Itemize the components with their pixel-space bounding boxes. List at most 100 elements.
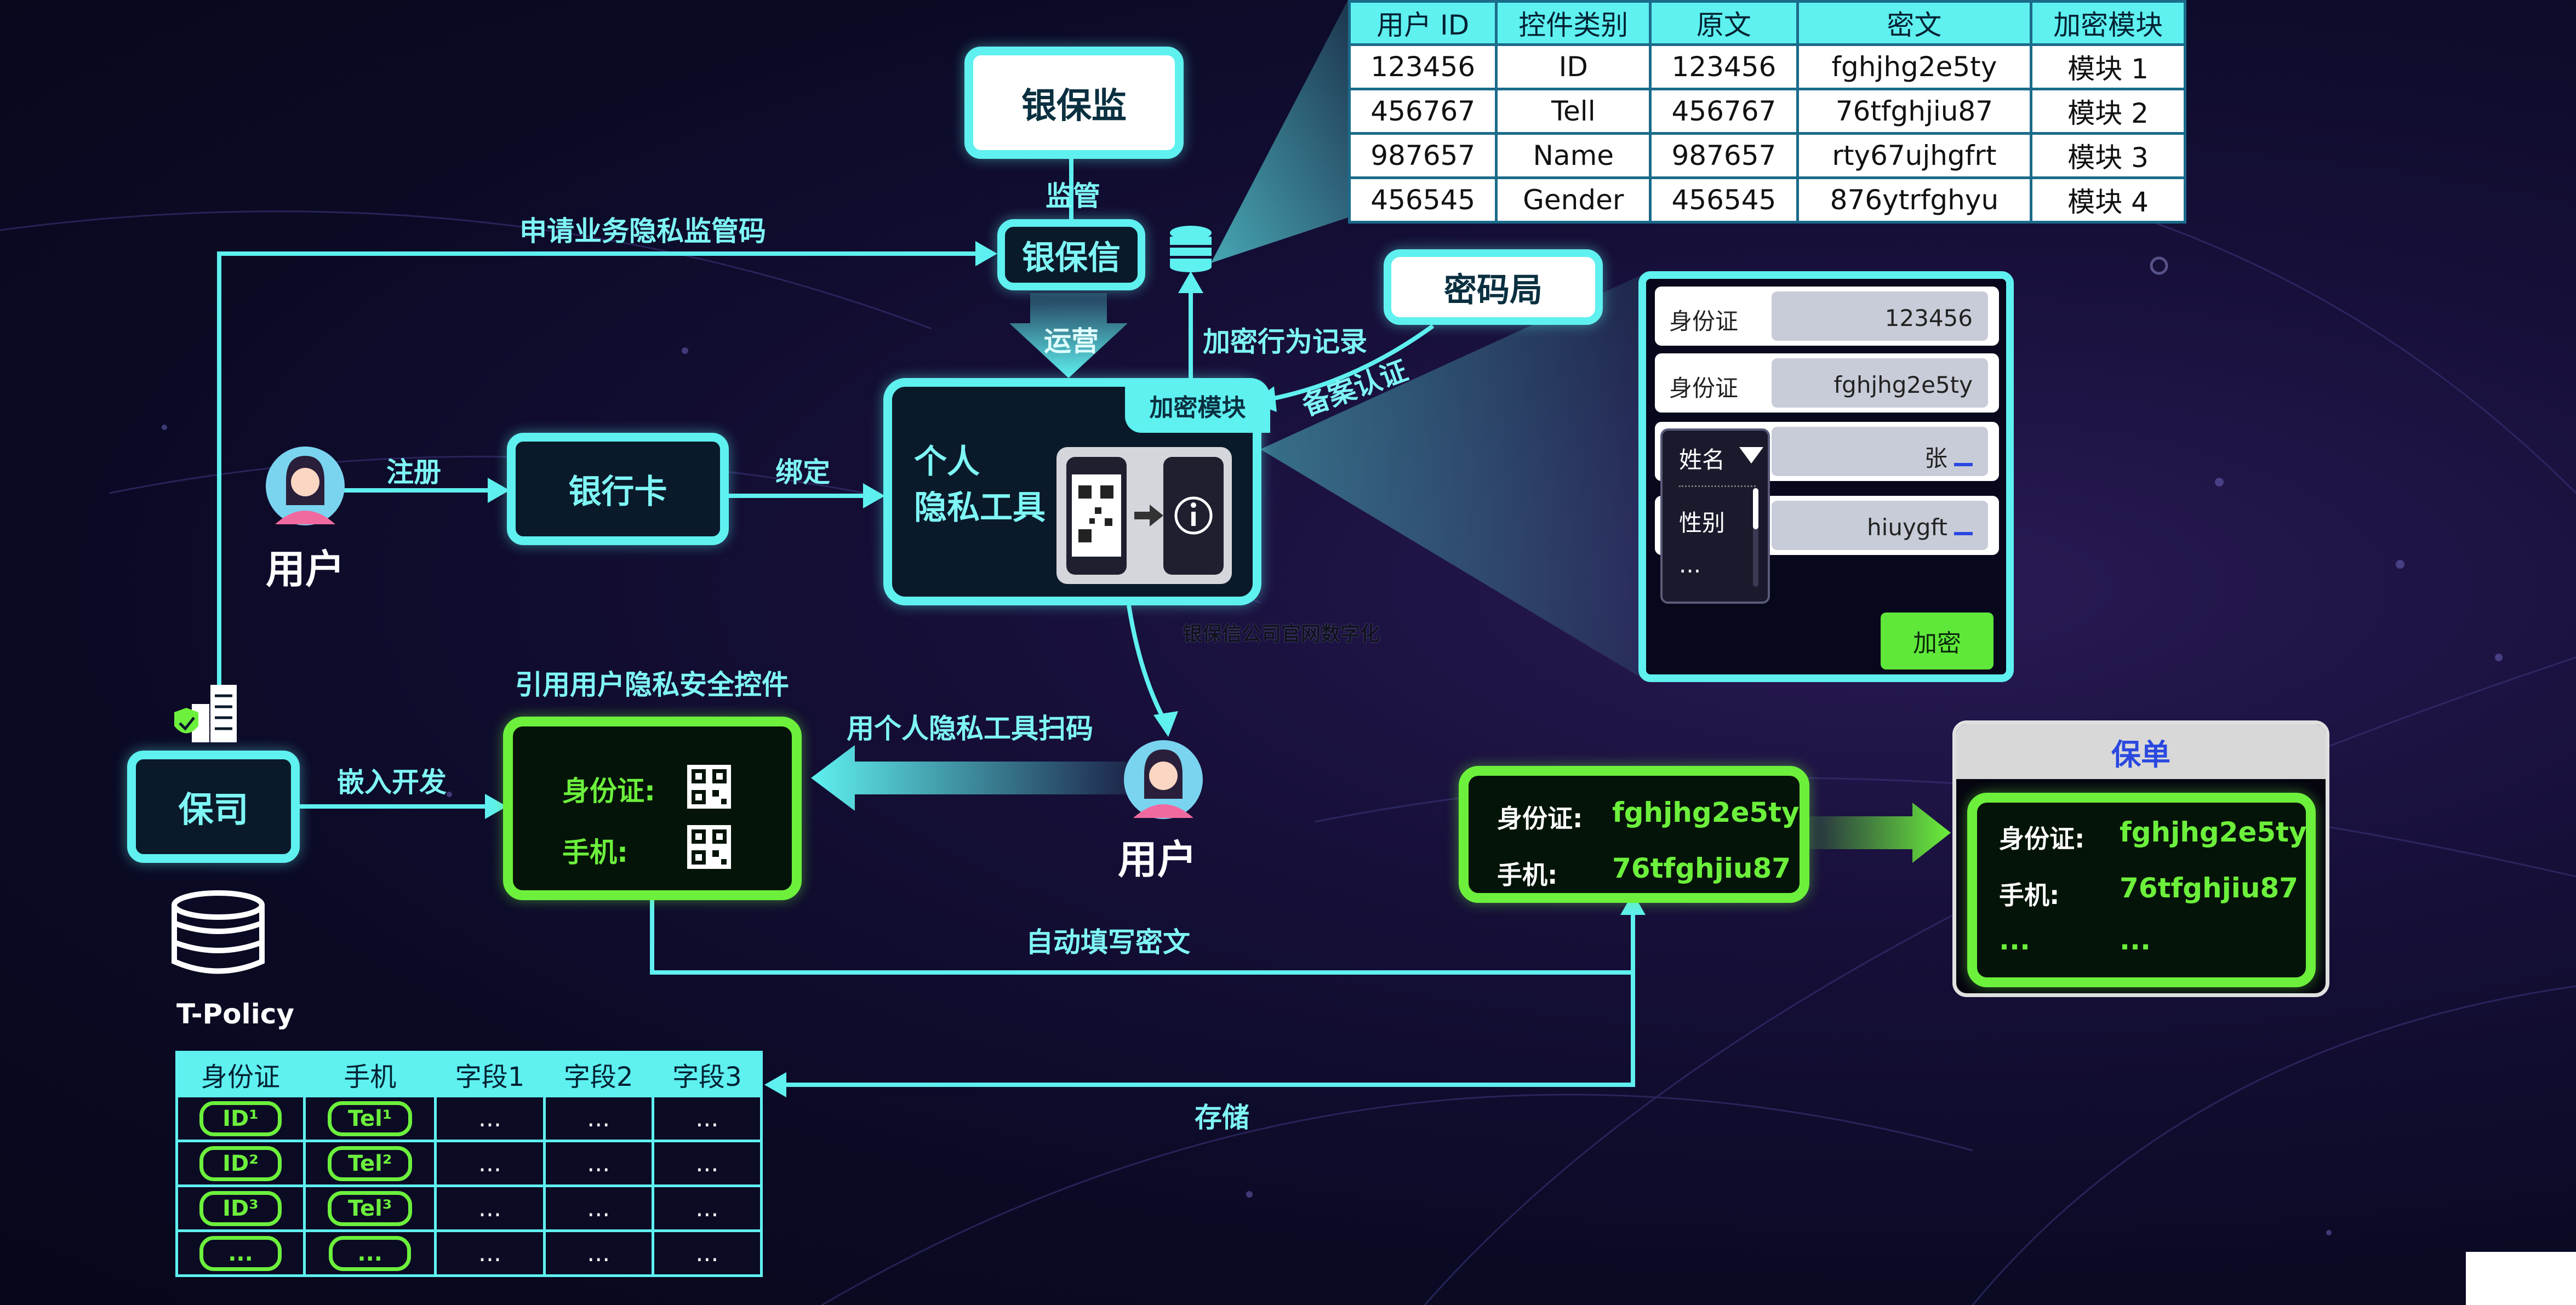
scrollbar-thumb[interactable]	[1753, 488, 1758, 529]
top-table-cell: 456767	[1347, 88, 1498, 135]
tel-token-pill: ...	[329, 1235, 412, 1271]
bottom-table-cell: ...	[434, 1229, 546, 1277]
dropdown-option-more[interactable]: ...	[1679, 551, 1701, 578]
idcard-cipher-field[interactable]: fghjhg2e5ty	[1772, 358, 1988, 408]
policy-id-value: fghjhg2e5ty	[2120, 816, 2307, 848]
user-label: 用户	[266, 546, 345, 592]
top-table-header: 原文	[1649, 0, 1799, 46]
top-table-cell: 987657	[1347, 132, 1498, 179]
text-cursor-2	[1954, 532, 1973, 535]
user-avatar-icon-2	[1124, 740, 1203, 819]
t-policy-database-icon	[172, 890, 265, 974]
id-token-pill: ID²	[199, 1146, 282, 1181]
dropdown-scrollbar[interactable]	[1753, 488, 1758, 587]
top-table-cell: 456545	[1347, 176, 1498, 224]
form-row-idcard-cipher: 身份证 fghjhg2e5ty	[1655, 353, 1999, 413]
store-label: 存储	[1195, 1102, 1249, 1134]
policy-phone-value: 76tfghjiu87	[2120, 872, 2299, 904]
bottom-table-header: 手机	[302, 1051, 437, 1097]
crypto-module-tab: 加密模块	[1125, 378, 1270, 433]
bottom-table-cell: ...	[434, 1140, 546, 1187]
qr-code-icon-phone[interactable]	[687, 825, 731, 869]
name-value: 张	[1924, 445, 1947, 472]
top-table-cell: Tell	[1495, 88, 1652, 135]
name-field[interactable]: 张	[1772, 427, 1988, 476]
register-label: 注册	[386, 456, 441, 488]
bottom-table-cell: ID¹	[175, 1095, 306, 1142]
top-table-cell: 456767	[1649, 88, 1799, 135]
gender-field[interactable]: hiuygft	[1772, 501, 1988, 550]
id-token-pill: ID¹	[199, 1101, 282, 1136]
bottom-table-cell: ...	[434, 1184, 546, 1232]
dropdown-option-gender[interactable]: 性别	[1679, 510, 1726, 536]
crypto-bureau-label: 密码局	[1444, 271, 1543, 310]
bottom-table-cell: ...	[175, 1229, 306, 1277]
top-table-cell: 123456	[1649, 43, 1799, 90]
bottom-table-cell: ...	[542, 1095, 654, 1142]
cipher-phone-value: 76tfghjiu87	[1612, 852, 1791, 884]
bottom-table-cell: Tel²	[302, 1140, 437, 1187]
bottom-table-cell: Tel¹	[302, 1095, 437, 1142]
encrypt-button[interactable]: 加密	[1881, 613, 1994, 669]
field-type-dropdown[interactable]: 姓名 性别 ...	[1660, 428, 1770, 604]
policy-id-label: 身份证:	[1999, 824, 2085, 854]
insurer-label: 保司	[178, 789, 249, 831]
policy-content-box: 身份证: fghjhg2e5ty 手机: 76tfghjiu87 ... ...	[1967, 793, 2316, 987]
top-table-cell: Name	[1495, 132, 1652, 179]
form-row-idcard: 身份证 123456	[1655, 287, 1999, 346]
id-token-pill: ...	[199, 1235, 282, 1271]
top-table-header: 用户 ID	[1347, 0, 1498, 46]
privacy-tool-title: 个人 隐私工具	[914, 439, 1046, 531]
bottom-table-cell: ...	[302, 1229, 437, 1277]
cbirc-label: 银保监	[1021, 85, 1127, 127]
top-table-cell: 模块 1	[2030, 43, 2186, 90]
privacy-tool-line1: 个人	[914, 443, 980, 481]
auto-fill-label: 自动填写密文	[1026, 926, 1190, 958]
text-cursor	[1954, 463, 1973, 466]
bottom-table-header: 字段2	[542, 1051, 654, 1097]
tel-token-pill: Tel³	[328, 1190, 413, 1226]
dropdown-divider	[1679, 485, 1756, 487]
control-phone-label: 手机:	[562, 837, 628, 868]
reference-control-label: 引用用户隐私安全控件	[515, 669, 789, 701]
corner-patch	[2466, 1252, 2576, 1305]
user-label-2: 用户	[1118, 837, 1197, 883]
embed-dev-label: 嵌入开发	[337, 766, 447, 798]
control-id-label: 身份证:	[562, 775, 655, 807]
bottom-table-cell: ...	[542, 1229, 654, 1277]
form-label-idcard: 身份证	[1669, 308, 1739, 335]
form-label-idcard-cipher: 身份证	[1669, 375, 1739, 402]
policy-phone-label: 手机:	[1999, 880, 2060, 910]
t-policy-label: T-Policy	[176, 998, 295, 1030]
insurer-node: 保司	[127, 751, 300, 863]
bottom-table-cell: ID²	[175, 1140, 306, 1187]
dropdown-selected: 姓名	[1679, 447, 1726, 473]
qr-code-icon[interactable]	[687, 765, 731, 809]
top-table-cell: 123456	[1347, 43, 1498, 90]
cipher-phone-label: 手机:	[1497, 860, 1558, 890]
crypto-bureau-node: 密码局	[1384, 249, 1603, 325]
bottom-table-cell: ...	[651, 1140, 763, 1187]
top-table-header: 控件类别	[1495, 0, 1652, 46]
phone-scan-icon	[1056, 447, 1232, 584]
policy-document: 保单 身份证: fghjhg2e5ty 手机: 76tfghjiu87 ... …	[1952, 720, 2329, 997]
scan-label: 用个人隐私工具扫码	[847, 713, 1093, 745]
bottom-table-cell: ID³	[175, 1184, 306, 1232]
chevron-down-icon	[1739, 447, 1763, 463]
idcard-plain-field[interactable]: 123456	[1772, 291, 1988, 341]
top-table-cell: 987657	[1649, 132, 1799, 179]
top-table-cell: rty67ujhgfrt	[1796, 132, 2033, 179]
user-avatar-icon	[266, 447, 345, 525]
operate-arrow	[1009, 293, 1128, 378]
yinbaoxin-label: 银保信	[1022, 238, 1121, 277]
tel-token-pill: Tel¹	[328, 1101, 413, 1136]
yinbaoxin-node: 银保信	[997, 219, 1145, 290]
bank-card-label: 银行卡	[568, 473, 667, 511]
watermark-text: 银保信公司官网数字化	[1183, 623, 1380, 645]
